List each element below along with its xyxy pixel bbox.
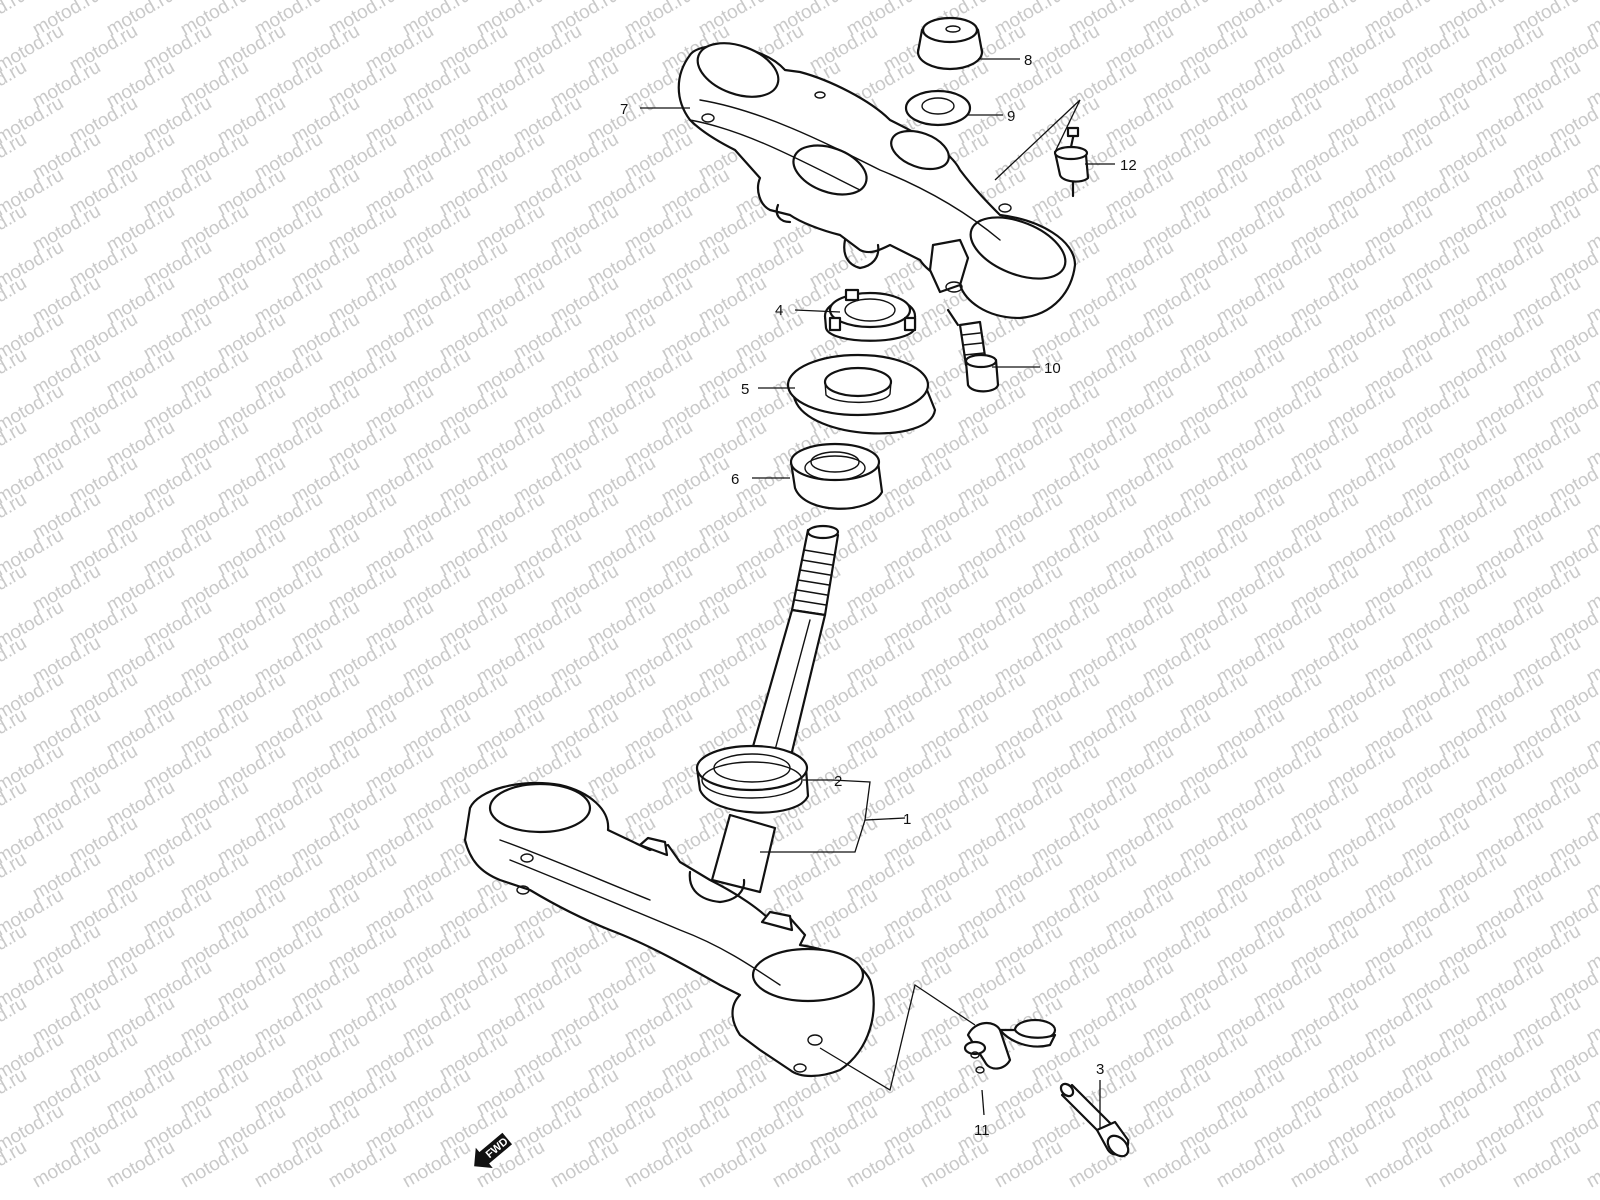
callout-6: 6	[731, 471, 739, 488]
watermark-text: motod.ru	[325, 1137, 400, 1193]
watermark-text: motod.ru	[29, 1137, 104, 1193]
watermark-text: motod.ru	[1435, 1137, 1510, 1193]
watermark-text: motod.ru	[0, 201, 30, 257]
lower-bearing-part	[695, 744, 810, 814]
watermark-text: motod.ru	[0, 345, 30, 401]
watermark-text: motod.ru	[991, 1137, 1066, 1193]
callout-7: 7	[620, 101, 628, 118]
callout-3: 3	[1096, 1061, 1104, 1078]
watermark-text: motod.ru	[917, 1137, 992, 1193]
watermark-text: motod.ru	[547, 1137, 622, 1193]
callout-8: 8	[1024, 52, 1032, 69]
callout-4: 4	[775, 302, 783, 319]
watermark-text: motod.ru	[1287, 1137, 1362, 1193]
watermark-text: motod.ru	[399, 1137, 474, 1193]
watermark-text: motod.ru	[1509, 1137, 1584, 1193]
callout-11: 11	[974, 1122, 990, 1139]
watermark-text: motod.ru	[0, 0, 30, 40]
watermark-text: motod.ru	[1065, 1137, 1140, 1193]
watermark-text: motod.ru	[1213, 1137, 1288, 1193]
watermark-text: motod.ru	[0, 633, 30, 689]
watermark-text: motod.ru	[177, 1137, 252, 1193]
callout-12: 12	[1120, 157, 1137, 174]
watermark-text: motod.ru	[769, 1137, 844, 1193]
upper-bearing-part	[789, 442, 884, 510]
cap-part	[916, 16, 984, 71]
watermark-text: motod.ru	[0, 561, 30, 617]
watermark-text: motod.ru	[0, 993, 30, 1049]
watermark-text: motod.ru	[1583, 1137, 1600, 1193]
washer-part	[904, 89, 972, 127]
watermark-text: motod.ru	[0, 921, 30, 977]
callout-5: 5	[741, 381, 749, 398]
watermark-text: motod.ru	[1361, 1137, 1436, 1193]
watermark-text: motod.ru	[0, 129, 30, 185]
watermark-text: motod.ru	[0, 849, 30, 905]
watermark-text: motod.ru	[0, 1065, 30, 1121]
watermark-text: motod.ru	[0, 705, 30, 761]
watermark-text: motod.ru	[695, 1137, 770, 1193]
watermark-text: motod.ru	[621, 1137, 696, 1193]
watermark-text: motod.ru	[0, 273, 30, 329]
watermark-text: motod.ru	[0, 777, 30, 833]
watermark-text: motod.ru	[251, 1137, 326, 1193]
watermark-text: motod.ru	[1139, 1137, 1214, 1193]
callout-9: 9	[1007, 108, 1015, 125]
watermark-text: motod.ru	[843, 1137, 918, 1193]
callout-1: 1	[903, 811, 911, 828]
watermark-text: motod.ru	[0, 489, 30, 545]
watermark-text: motod.ru	[0, 57, 30, 113]
watermark-text: motod.ru	[103, 1137, 178, 1193]
watermark-text: motod.ru	[0, 417, 30, 473]
callout-2: 2	[834, 773, 842, 790]
callout-10: 10	[1044, 360, 1061, 377]
watermark-text: motod.ru	[0, 1137, 30, 1193]
